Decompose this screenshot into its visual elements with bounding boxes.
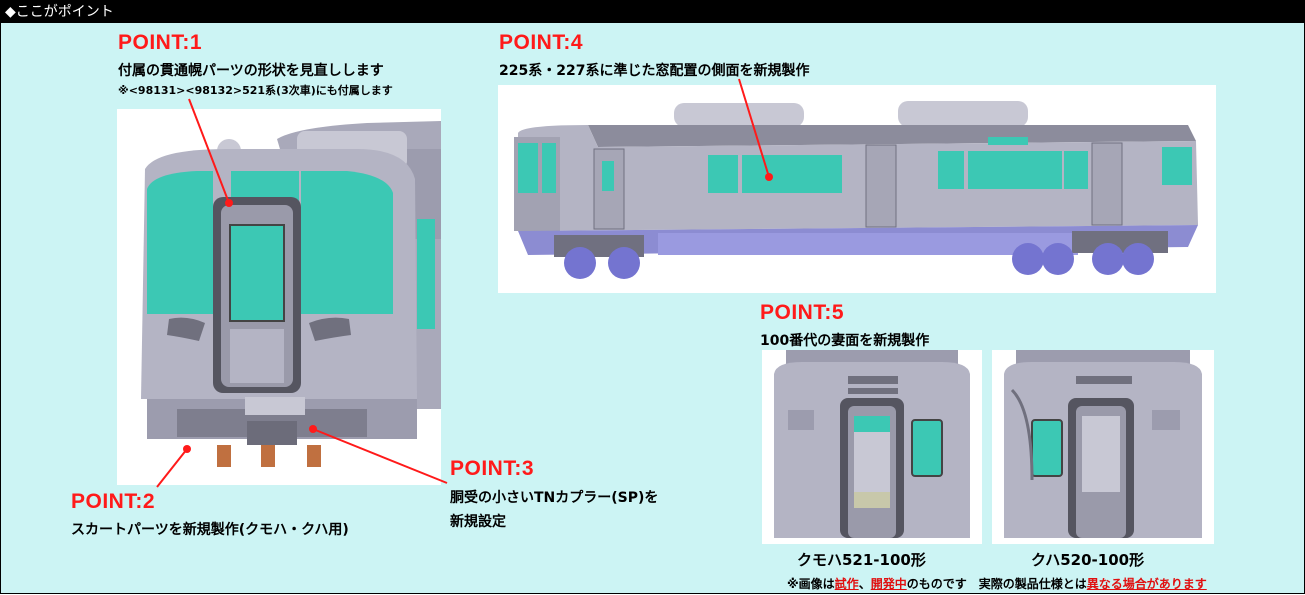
point-1-label: POINT:1 xyxy=(118,31,203,54)
point-4-label: POINT:4 xyxy=(499,31,584,54)
disclaimer-mid: のものです 実際の製品仕様とは xyxy=(906,577,1087,591)
disclaimer-prototype: 試作 xyxy=(834,577,859,591)
disclaimer: ※画像は試作、開発中のものです 実際の製品仕様とは異なる場合があります xyxy=(787,575,1207,592)
disclaimer-may-differ: 異なる場合があります xyxy=(1086,577,1207,591)
train-side-image xyxy=(498,85,1216,293)
train-front-image xyxy=(117,109,441,485)
caption-kumoha: クモハ521-100形 xyxy=(797,551,926,569)
point-5-label: POINT:5 xyxy=(760,301,845,324)
end-view-kuha-image xyxy=(992,350,1214,544)
point-4-desc: 225系・227系に準じた窓配置の側面を新規製作 xyxy=(499,63,810,79)
point-1-desc: 付属の貫通幌パーツの形状を見直しします xyxy=(118,63,384,79)
caption-kuha: クハ520-100形 xyxy=(1031,551,1145,569)
disclaimer-sep: 、 xyxy=(858,577,871,591)
section-title: ◆ここがポイント xyxy=(1,1,1304,23)
point-3-desc-line1: 胴受の小さいTNカプラー(SP)を xyxy=(450,490,659,506)
point-1-note: ※<98131><98132>521系(3次車)にも付属します xyxy=(118,84,393,97)
end-view-kumoha-image xyxy=(762,350,982,544)
point-5-desc: 100番代の妻面を新規製作 xyxy=(760,333,930,349)
point-3-label: POINT:3 xyxy=(450,457,535,480)
point-3-desc-line2: 新規設定 xyxy=(450,514,506,530)
point-2-label: POINT:2 xyxy=(71,490,156,513)
disclaimer-prefix: ※画像は xyxy=(787,577,835,591)
disclaimer-in-development: 開発中 xyxy=(870,577,907,591)
point-2-desc: スカートパーツを新規製作(クモハ・クハ用) xyxy=(71,522,349,538)
